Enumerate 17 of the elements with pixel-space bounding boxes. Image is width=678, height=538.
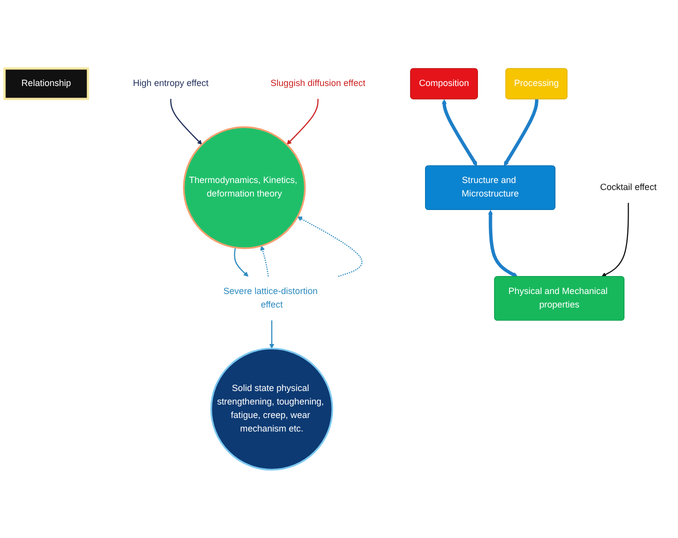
node-text: High entropy effect [133,78,209,88]
arrow [269,320,274,349]
node-text: Sluggish diffusion effect [270,78,366,88]
arrow [601,202,629,277]
node-text: Cocktail effect [600,182,657,192]
arrow [504,99,538,166]
node-text: Severe lattice-distortion effect [223,286,318,310]
node-box: Relationship [3,67,90,100]
arrow [442,99,478,166]
arrow [286,98,319,145]
arrow [170,98,202,145]
arrow [297,216,362,277]
arrow [260,246,269,276]
arrow [234,247,248,277]
node-circle: Thermodynamics, Kinetics, deformation theory [182,126,306,249]
arrow [488,210,518,278]
node-circle: Solid state physical strengthening, toughening, fatigue, creep, wear mechanism etc. [210,348,334,470]
